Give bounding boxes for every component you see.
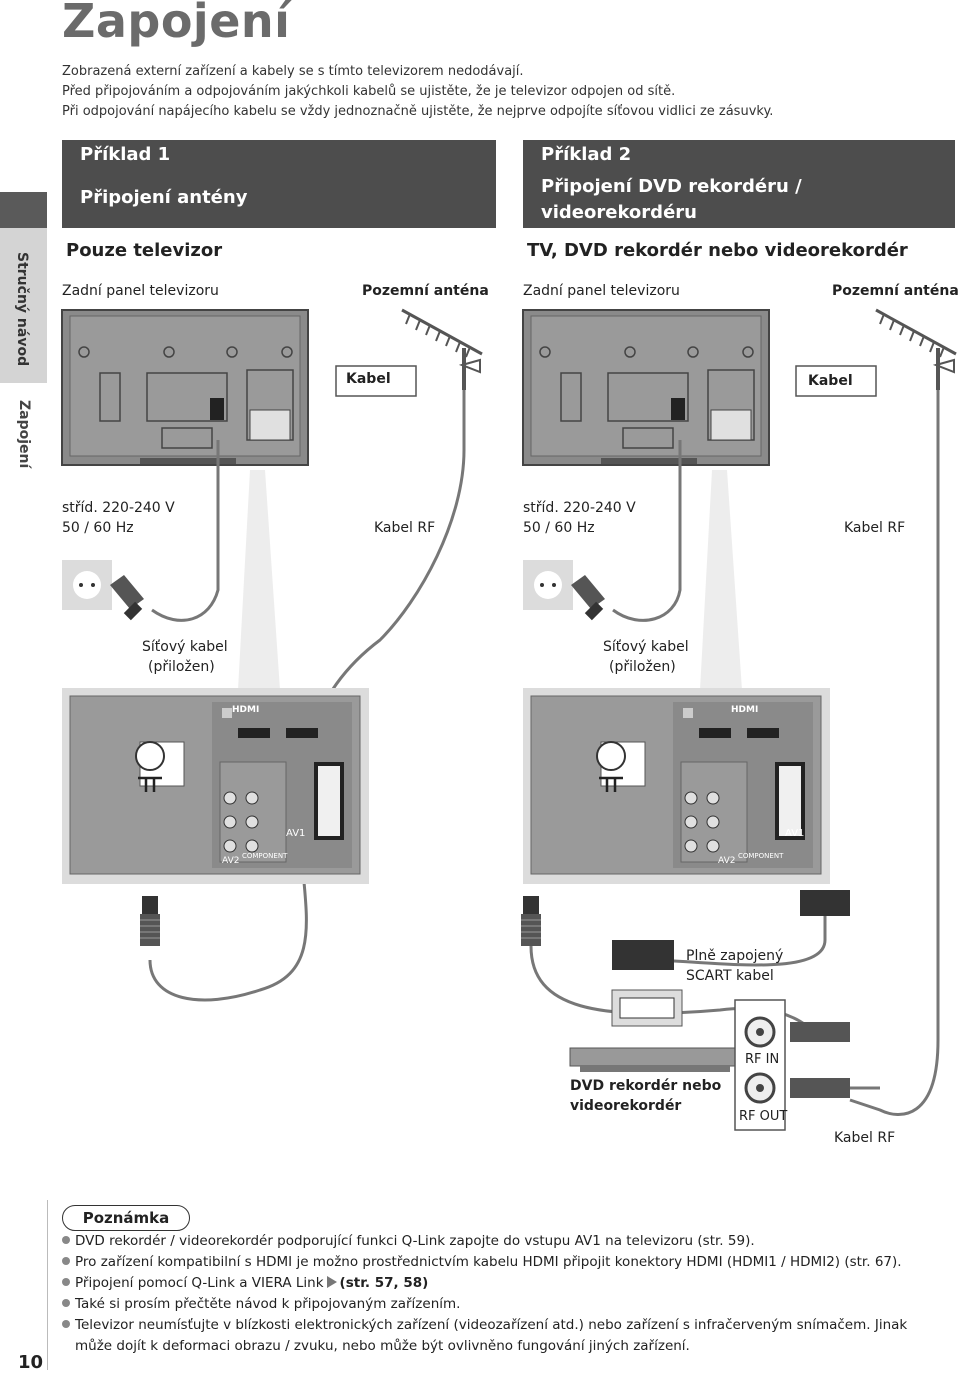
- example-2-mains-line-2: (přiložen): [609, 659, 676, 675]
- note-item-2: Pro zařízení kompatibilní s HDMI je možn…: [62, 1252, 942, 1272]
- panel-2-av2-label: AV2: [718, 856, 736, 866]
- panel-1-av2-label: AV2: [222, 856, 240, 866]
- bullet-icon: [62, 1236, 70, 1244]
- rf-out-label: RF OUT: [739, 1109, 788, 1124]
- example-2-rear-panel-label: Zadní panel televizoru: [523, 283, 680, 299]
- sidebar-tab-quickguide: Stručný návod: [0, 228, 47, 383]
- panel-2-component-label: COMPONENT: [738, 852, 784, 860]
- example-2-rf-cable-label: Kabel RF: [844, 520, 906, 536]
- example-2-power-line-1: stříd. 220-240 V: [523, 500, 636, 516]
- example-2-power-line-2: 50 / 60 Hz: [523, 520, 595, 536]
- page-title: Zapojení: [62, 0, 291, 48]
- note-item-5: Televizor neumísťujte v blízkosti elektr…: [62, 1315, 942, 1335]
- intro-line-1: Zobrazená externí zařízení a kabely se s…: [62, 64, 524, 79]
- scart-label-2: SCART kabel: [686, 968, 774, 984]
- sidebar-tab-quickguide-label: Stručný návod: [14, 252, 30, 367]
- example-2-heading: TV, DVD rekordér nebo videorekordér: [527, 240, 908, 261]
- panel-2-av1-label: AV1: [785, 828, 805, 839]
- note-item-4: Také si prosím přečtěte návod k připojov…: [62, 1294, 942, 1314]
- arrow-right-icon: [326, 1276, 337, 1288]
- bullet-icon: [62, 1278, 70, 1286]
- dvd-label-2: videorekordér: [570, 1098, 682, 1114]
- panel-2-hdmi-logo: HDMI: [731, 705, 759, 715]
- bullet-icon: [62, 1299, 70, 1307]
- notes-title: Poznámka: [62, 1205, 190, 1231]
- rf-in-label: RF IN: [745, 1052, 780, 1067]
- example-2-mains-line-1: Síťový kabel: [603, 639, 689, 655]
- example-2-antenna-label: Pozemní anténa: [832, 283, 959, 299]
- example-1-rf-cable-label: Kabel RF: [374, 520, 436, 536]
- bullet-icon: [62, 1257, 70, 1265]
- example-1-mains-line-1: Síťový kabel: [142, 639, 228, 655]
- example-1-title: Příklad 1: [80, 144, 171, 165]
- example-2-header: Příklad 2 Připojení DVD rekordéru / vide…: [523, 140, 955, 228]
- example-1-rear-panel-label: Zadní panel televizoru: [62, 283, 219, 299]
- example-1-power-line-1: stříd. 220-240 V: [62, 500, 175, 516]
- panel-1-av1-label: AV1: [286, 828, 306, 839]
- example-1-heading: Pouze televizor: [66, 240, 223, 261]
- example-2-rf-cable-2-label: Kabel RF: [834, 1130, 896, 1146]
- intro-line-3: Při odpojování napájecího kabelu se vždy…: [62, 104, 774, 119]
- page-divider: [47, 1200, 48, 1370]
- bullet-icon: [62, 1320, 70, 1328]
- example-1-subtitle: Připojení antény: [80, 187, 248, 208]
- intro-line-2: Před připojováním a odpojováním jakýchko…: [62, 84, 676, 99]
- example-1-power-line-2: 50 / 60 Hz: [62, 520, 134, 536]
- example-2-title: Příklad 2: [541, 144, 632, 165]
- scart-label-1: Plně zapojený: [686, 948, 784, 964]
- example-2-subtitle-1: Připojení DVD rekordéru /: [541, 176, 802, 197]
- example-2-cable-label: Kabel: [808, 373, 853, 389]
- note-item-5-cont: může dojít k deformaci obrazu / zvuku, n…: [75, 1338, 690, 1354]
- example-1-header: Příklad 1 Připojení antény: [62, 140, 496, 228]
- panel-1-component-label: COMPONENT: [242, 852, 288, 860]
- panel-1-hdmi-logo: HDMI: [232, 705, 260, 715]
- sidebar-tab-connection-label: Zapojení: [16, 400, 32, 469]
- note-item-1: DVD rekordér / videorekordér podporující…: [62, 1231, 942, 1251]
- example-1-cable-label: Kabel: [346, 371, 391, 387]
- example-2-subtitle-2: videorekordéru: [541, 202, 697, 223]
- example-1-mains-line-2: (přiložen): [148, 659, 215, 675]
- sidebar-tab-marker: [0, 192, 47, 228]
- example-1-antenna-label: Pozemní anténa: [362, 283, 489, 299]
- dvd-label-1: DVD rekordér nebo: [570, 1078, 722, 1094]
- note-item-3: Připojení pomocí Q-Link a VIERA Link(str…: [62, 1273, 942, 1293]
- page-number: 10: [18, 1352, 44, 1373]
